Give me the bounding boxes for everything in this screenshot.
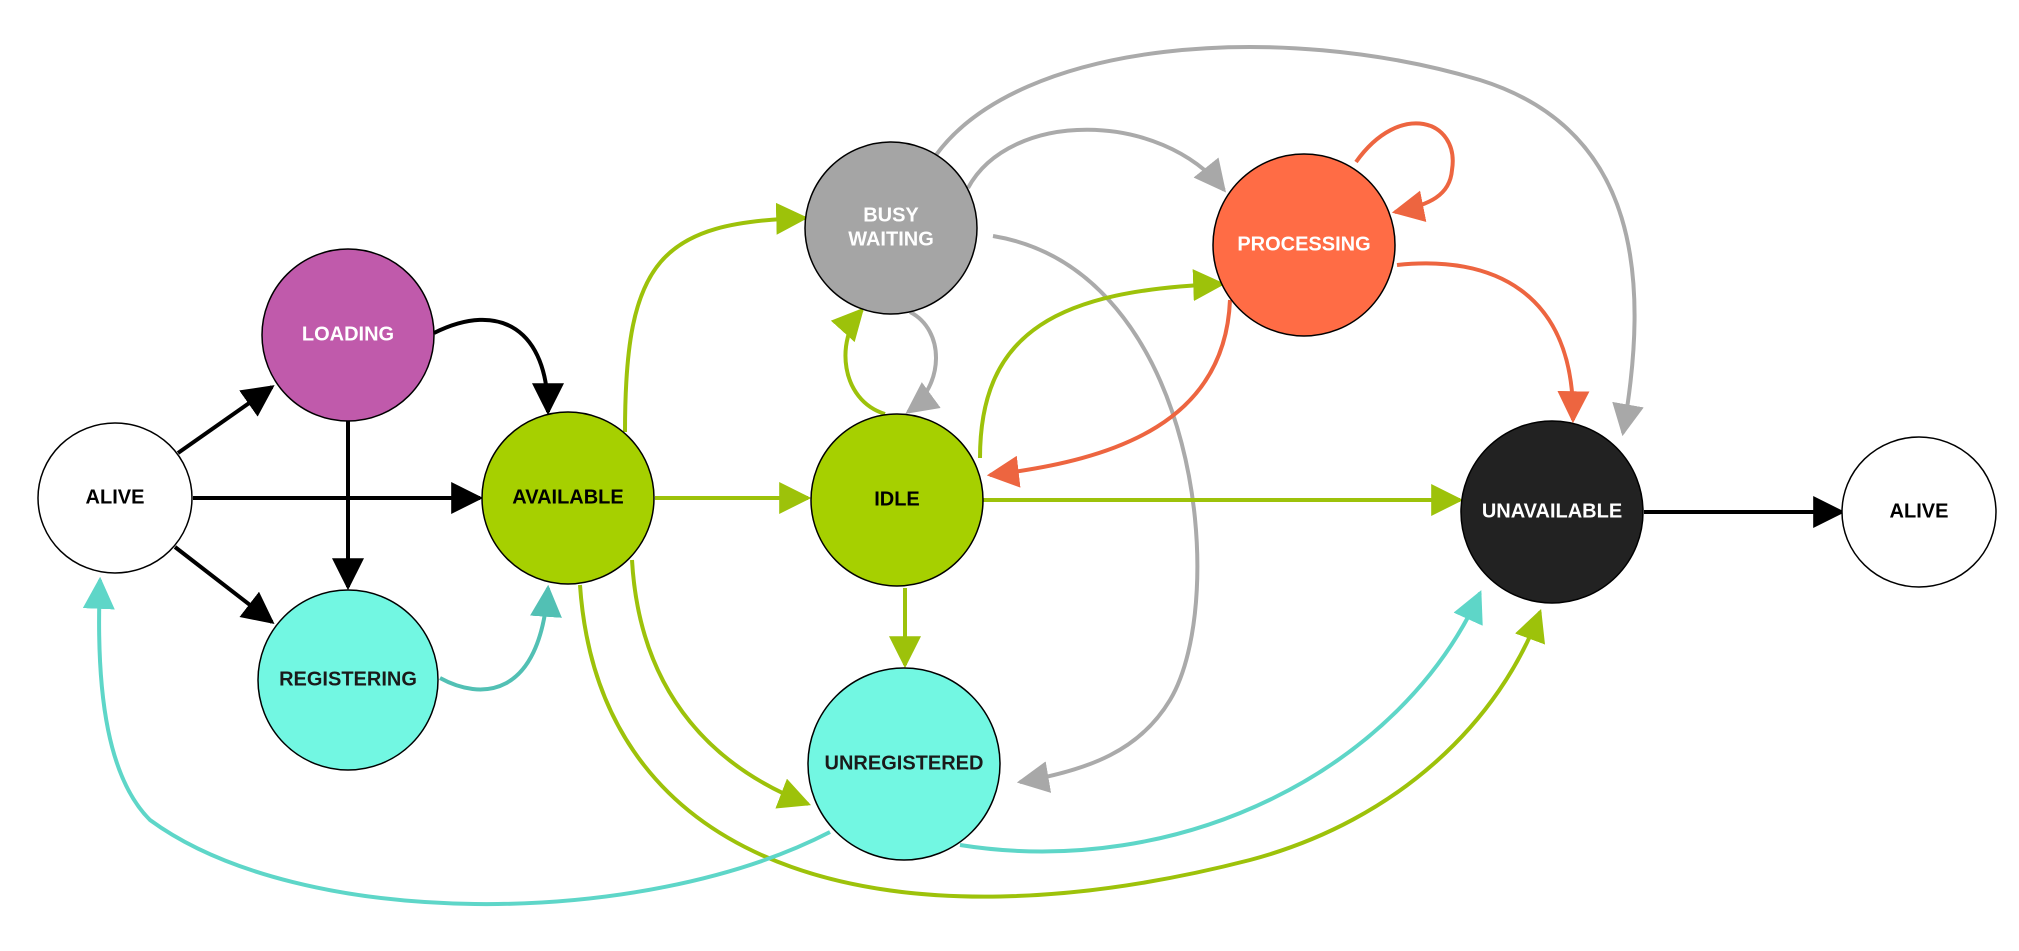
node-alive-start: ALIVE [37,422,193,574]
node-label: LOADING [302,323,394,345]
node-circle [37,422,193,574]
node-circle [1212,153,1396,337]
node-circle [261,248,435,422]
node-label: AVAILABLE [512,486,623,508]
node-label: PROCESSING [1237,233,1370,255]
node-circle [257,589,439,771]
node-loading: LOADING [261,248,435,422]
node-label: ALIVE [86,486,145,508]
node-label: ALIVE [1890,500,1949,522]
edge-alive-start-to-registering [173,545,275,624]
edge-processing-to-idle [986,299,1232,488]
edge-unregistered-to-alive-start [82,576,831,906]
node-label: IDLE [874,488,920,510]
node-label: WAITING [848,228,934,250]
node-available: AVAILABLE [481,411,655,585]
nodes-layer: ALIVE LOADING REGISTERING AVAILABLE BUSYWAIT… [37,141,1997,861]
node-idle: IDLE [810,413,984,587]
edge-registering-to-available [439,584,562,692]
node-processing: PROCESSING [1212,153,1396,337]
edge-idle-to-busy-waiting [830,307,886,416]
edge-busy-waiting-to-unavailable [934,45,1644,437]
edge-idle-to-processing [978,269,1226,459]
edge-busy-waiting-to-idle [905,310,941,414]
edge-alive-start-to-loading [176,385,275,455]
edge-loading-to-available [433,317,564,416]
edge-processing-to-unavailable [1396,261,1590,424]
node-circle [1460,420,1644,604]
node-label: UNREGISTERED [825,752,984,774]
node-unavailable: UNAVAILABLE [1460,420,1644,604]
node-circle [481,411,655,585]
node-label: REGISTERING [279,668,417,690]
node-alive-end: ALIVE [1841,436,1997,588]
edge-processing-to-processing [1354,121,1455,223]
edge-busy-waiting-to-processing [966,127,1227,193]
node-circle [1841,436,1997,588]
node-label: BUSY [863,204,919,226]
node-circle [804,141,978,315]
node-registering: REGISTERING [257,589,439,771]
edge-available-to-unregistered [630,559,811,809]
edge-busy-waiting-to-unregistered [992,234,1200,793]
edge-unregistered-to-unavailable [959,590,1483,854]
node-unregistered: UNREGISTERED [807,667,1001,861]
edge-available-to-unavailable [578,584,1545,899]
node-label: UNAVAILABLE [1482,500,1622,522]
edge-available-to-busy-waiting [623,202,809,433]
node-circle [810,413,984,587]
edges-layer [82,45,1846,906]
node-circle [807,667,1001,861]
